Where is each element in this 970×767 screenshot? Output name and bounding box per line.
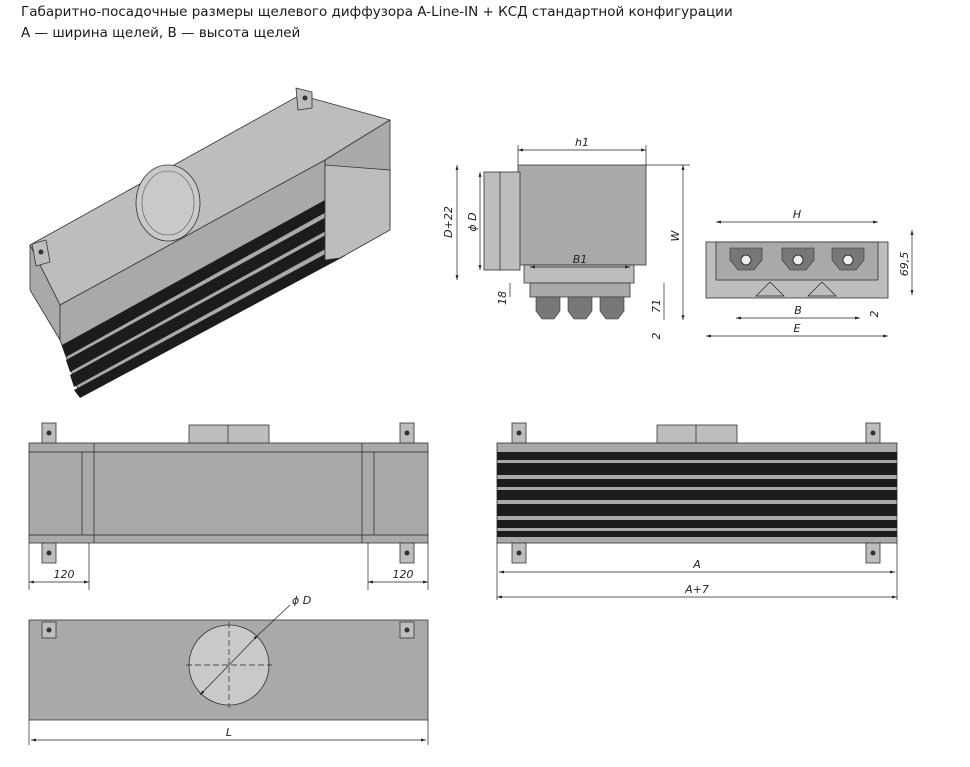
caption-title: Габаритно-посадочные размеры щелевого ди… [21,4,733,20]
dim-w: W [669,229,682,241]
dim-phi-d-top: ϕ D [292,594,311,607]
end-section-view: H 69,5 2 B E [705,208,914,338]
front-view-diffuser: A A+7 [496,422,898,600]
caption-legend: A — ширина щелей, B — высота щелей [21,25,301,41]
isometric-view [29,87,391,398]
dim-69-5: 69,5 [898,252,911,277]
front-view-plenum: 120 120 [28,422,429,590]
dim-18: 18 [496,291,509,305]
dim-phi-d-side: ϕ D [466,212,479,231]
dim-b1: B1 [573,253,588,266]
dim-l: L [226,726,232,739]
side-section-view: h1 D+22 ϕ D W B1 18 71 2 [442,136,690,340]
dim-a: A [692,558,701,571]
dim-120-left: 120 [54,568,75,581]
dim-120-right: 120 [393,568,414,581]
dim-a-plus-7: A+7 [684,583,709,596]
dim-71: 71 [650,299,663,313]
dim-e: E [794,322,801,335]
dim-h: H [793,208,801,221]
dim-d-plus-22: D+22 [442,206,455,238]
dim-2-side: 2 [650,333,663,340]
top-view: ϕ D L [28,594,429,745]
dim-h1: h1 [575,136,589,149]
dim-2-end: 2 [868,311,881,318]
dim-b: B [794,304,802,317]
